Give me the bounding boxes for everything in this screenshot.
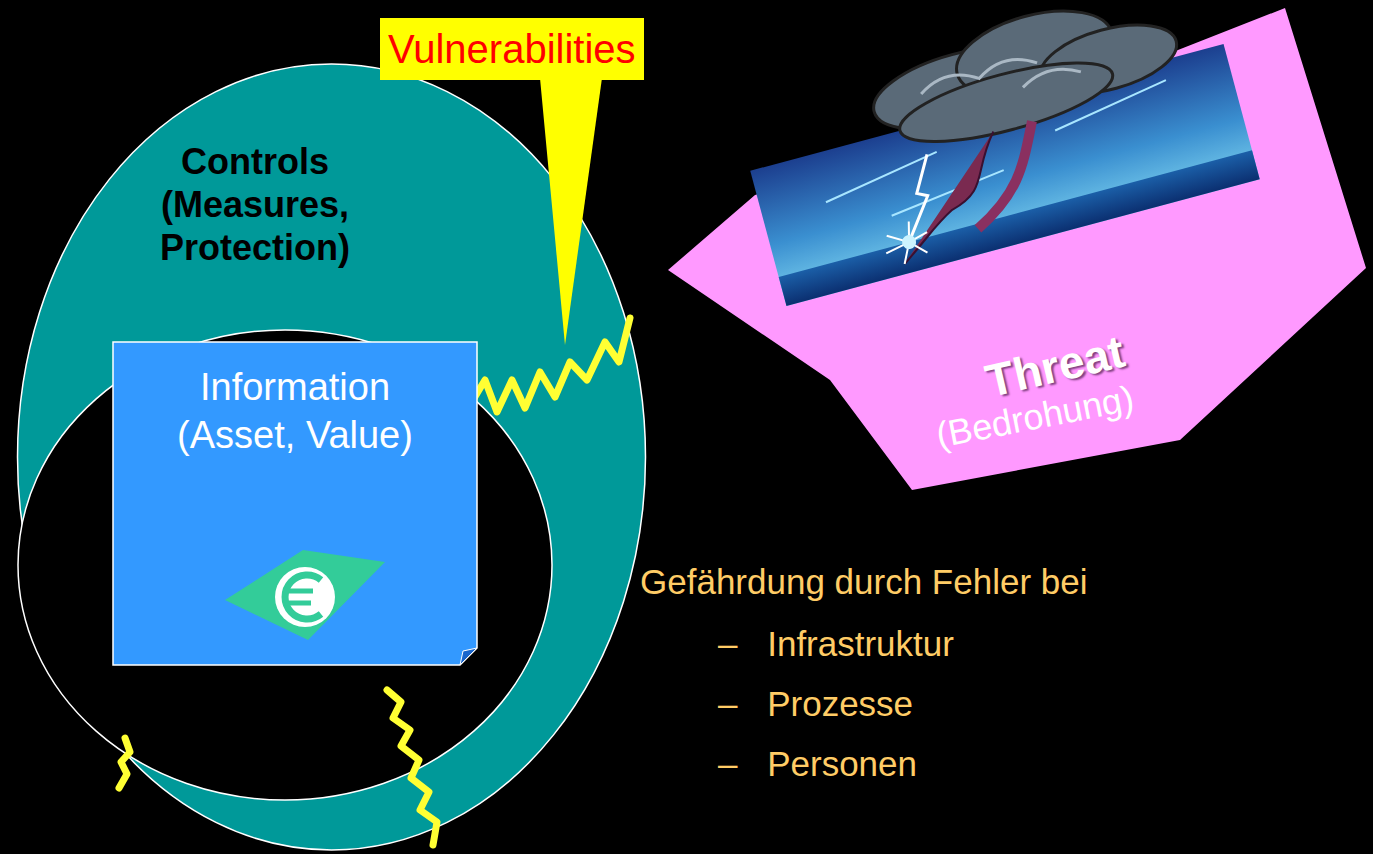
- information-asset-box: Information (Asset, Value): [113, 342, 477, 665]
- vulnerabilities-callout: Vulnerabilities: [380, 18, 644, 80]
- list-item: – Personen: [718, 744, 917, 784]
- list-item: – Infrastruktur: [718, 624, 954, 664]
- node-title: Controls (Measures, Protection): [135, 140, 375, 270]
- list-item: – Prozesse: [718, 684, 913, 724]
- threat-hexagon: Threat(Bedrohung): [660, 5, 1370, 495]
- node-title: Information (Asset, Value): [155, 364, 435, 459]
- node-title: Vulnerabilities: [388, 25, 636, 73]
- note-heading: Gefährdung durch Fehler bei: [640, 562, 1088, 602]
